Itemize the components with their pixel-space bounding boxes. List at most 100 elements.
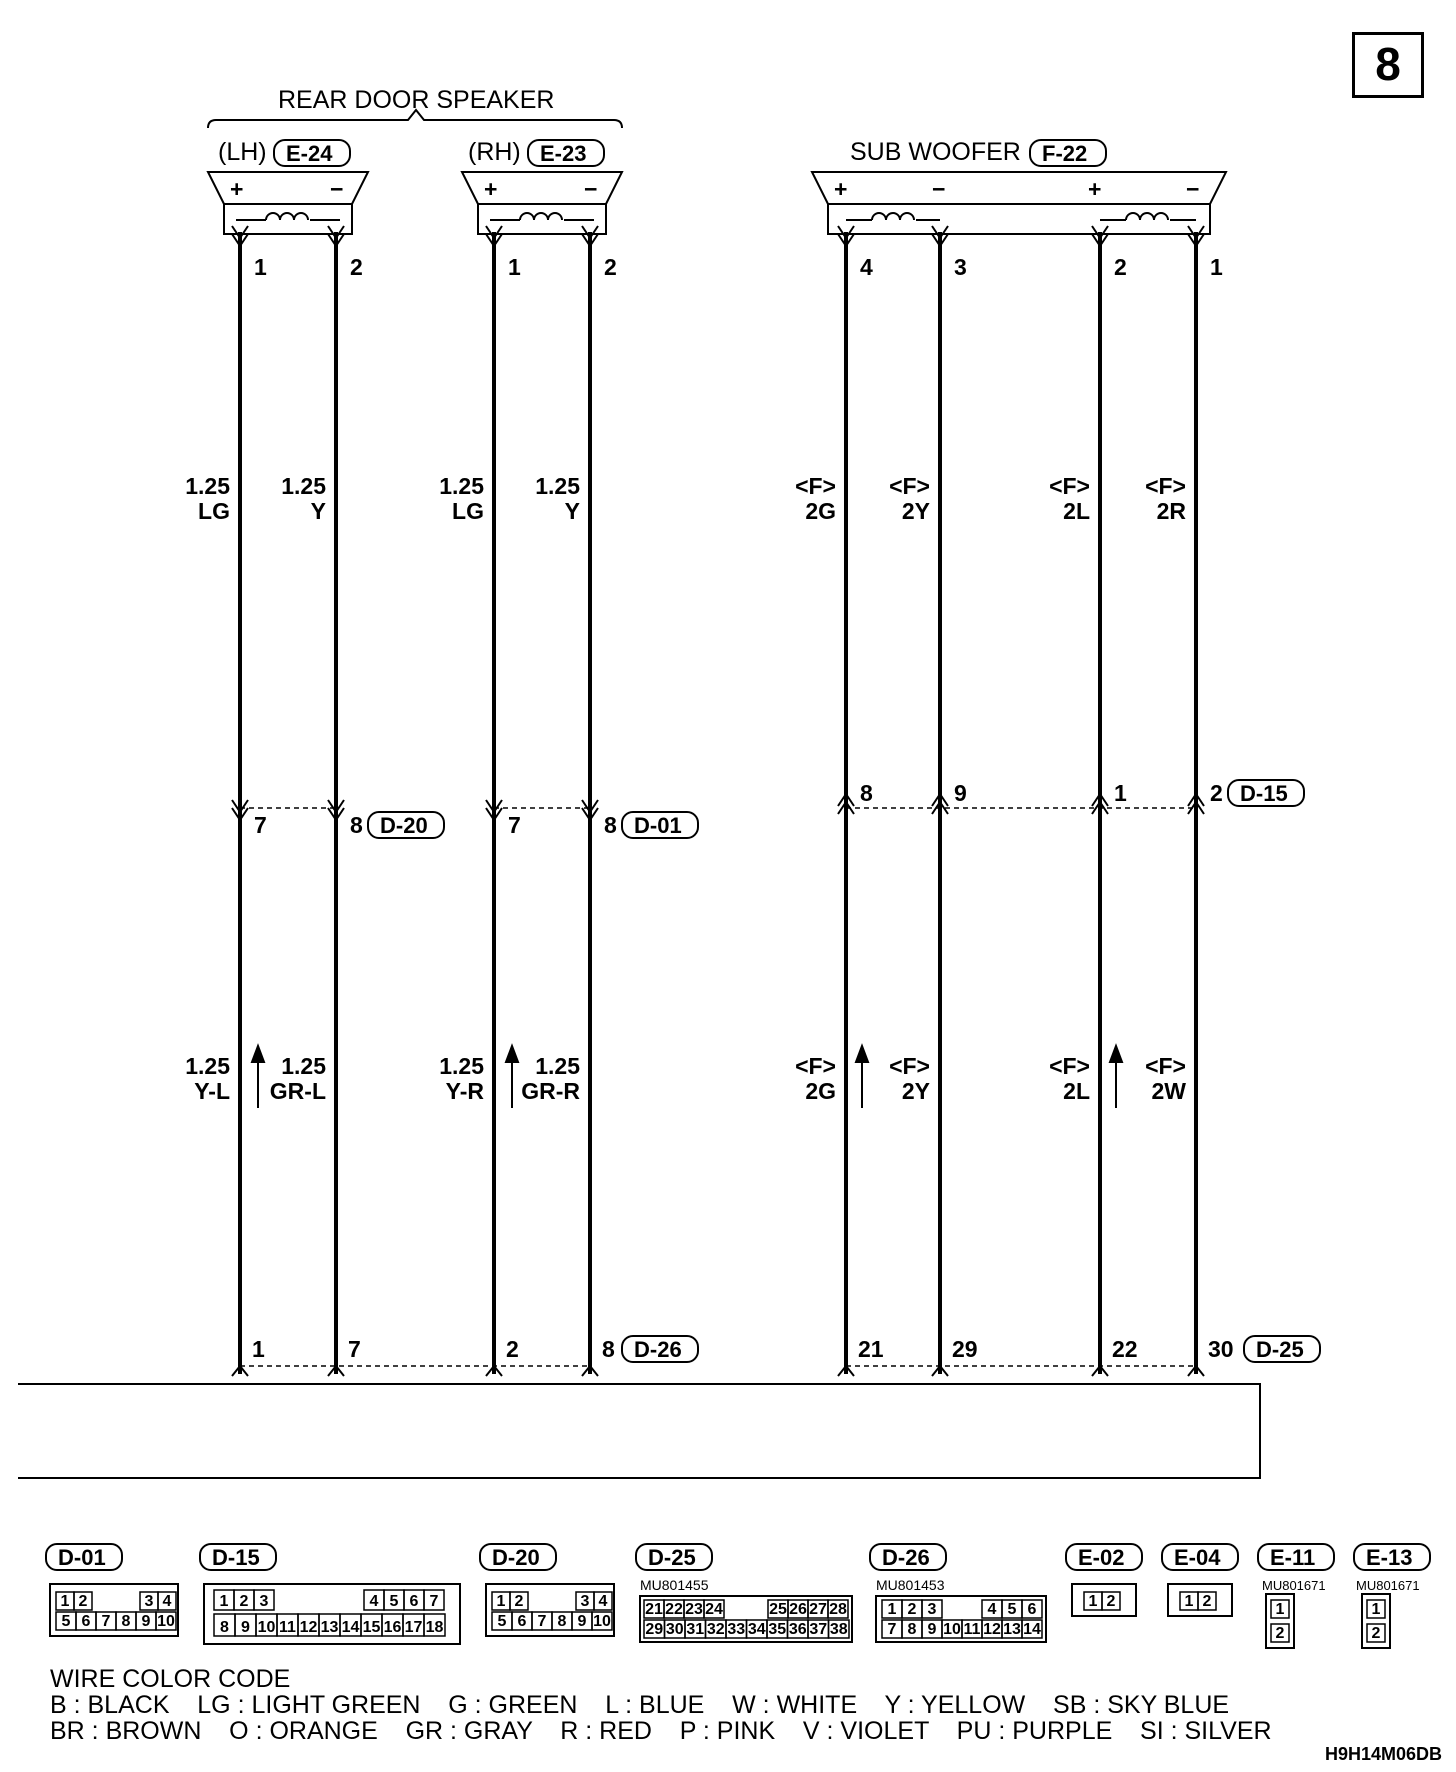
- cv-d26-top-b-cell-6: [1021, 1599, 1043, 1619]
- top-terminal-6: [931, 225, 949, 240]
- cv-d20-bottom-cell-10: [591, 1611, 613, 1631]
- cv-e11-part: MU801671: [1262, 1578, 1326, 1593]
- bottom-pin-8: 30: [1208, 1336, 1234, 1362]
- mid-terminal-b-8: [1187, 800, 1205, 815]
- mid-terminal-7: [1091, 792, 1109, 807]
- cv-d20-badge: [479, 1543, 557, 1571]
- cv-d15-top-b-pin-6: 6: [410, 1593, 419, 1610]
- bottom-pin-5: 21: [858, 1336, 884, 1362]
- cv-d25-bottom-cell-38: [827, 1619, 850, 1639]
- cv-d15-top-b-pin-7: 7: [430, 1593, 439, 1610]
- cv-d15-body: [203, 1583, 461, 1645]
- lower-wire-color-3: Y-R: [446, 1078, 485, 1104]
- mid-pin-5: 8: [860, 780, 873, 806]
- speaker-group-bracket: [207, 108, 623, 129]
- wire-labels: 1.25LG1.25Y1.25LG1.25Y<F>2G<F>2Y<F>2L<F>…: [185, 473, 1186, 1104]
- cv-d26-top-a-pin-2: 2: [908, 1601, 917, 1618]
- lower-wire-color-5: 2G: [805, 1078, 836, 1104]
- mid-terminal-8: [1187, 792, 1205, 807]
- top-terminal-b-2: [327, 233, 345, 248]
- cv-d20-top-b-pin-3: 3: [581, 1593, 590, 1610]
- lh-minus: −: [330, 176, 343, 202]
- rh-plus: +: [484, 176, 497, 202]
- cv-e04-body: [1167, 1583, 1233, 1617]
- cv-e11-b-cell-2: [1270, 1623, 1290, 1643]
- cv-e02-body: [1071, 1583, 1137, 1617]
- cv-e04-pin-2: 2: [1203, 1593, 1212, 1610]
- bottom-pin-7: 22: [1112, 1336, 1138, 1362]
- sub-plus-1: +: [834, 176, 847, 202]
- cv-d15-bottom-pin-14: 14: [342, 1619, 360, 1636]
- cv-d25-bottom-pin-34: 34: [748, 1621, 766, 1638]
- upper-wire-size-8: <F>: [1145, 473, 1186, 499]
- top-terminal-b-3: [485, 233, 503, 248]
- lh-connector-badge: [273, 139, 351, 167]
- diagram-code: H9H14M06DB: [1325, 1744, 1443, 1764]
- top-terminal-3: [485, 225, 503, 240]
- rh-minus: −: [584, 176, 597, 202]
- rh-side-label: (RH): [468, 138, 521, 166]
- bottom-pin-4: 8: [602, 1336, 615, 1362]
- top-pin-6: 3: [954, 254, 967, 280]
- upper-wire-color-6: 2Y: [902, 498, 930, 524]
- cv-e13-b-cell-2: [1366, 1623, 1386, 1643]
- cv-d26-bottom-pin-14: 14: [1023, 1621, 1041, 1638]
- cv-e02-badge-label: E-02: [1078, 1545, 1124, 1570]
- cv-d20-top-b-pin-4: 4: [599, 1593, 608, 1610]
- cv-e04-badge: [1161, 1543, 1239, 1571]
- cv-d25-top-a-pin-24: 24: [705, 1601, 723, 1618]
- mid-terminal-b-1: [231, 807, 249, 822]
- d01-badge-label: D-01: [634, 813, 682, 838]
- upper-wire-size-3: 1.25: [439, 473, 484, 499]
- bottom-terminal-8: [1187, 1364, 1205, 1377]
- mid-terminal-3: [485, 799, 503, 814]
- bottom-pin-3: 2: [506, 1336, 519, 1362]
- cv-d25-bottom-pin-35: 35: [768, 1621, 786, 1638]
- lower-wire-size-5: <F>: [795, 1053, 836, 1079]
- mid-terminal-b-2: [327, 807, 345, 822]
- upper-wire-color-3: LG: [452, 498, 484, 524]
- cv-d15-bottom-pin-15: 15: [363, 1619, 381, 1636]
- lower-wire-size-6: <F>: [889, 1053, 930, 1079]
- mid-terminal-b-4: [581, 807, 599, 822]
- mid-terminal-6: [931, 792, 949, 807]
- mid-pin-1: 7: [254, 812, 267, 838]
- cv-d20-bottom-pin-10: 10: [593, 1613, 611, 1630]
- mid-terminal-b-6: [931, 800, 949, 815]
- d01-badge: [621, 811, 699, 839]
- sub-minus-2: −: [1186, 176, 1199, 202]
- cv-e02-cell-2: [1101, 1591, 1121, 1611]
- lh-side-label: (LH): [218, 138, 267, 166]
- top-terminal-b-4: [581, 233, 599, 248]
- cv-d25-part: MU801455: [640, 1577, 709, 1593]
- cv-d26-bottom-pin-13: 13: [1003, 1621, 1021, 1638]
- cv-d25-top-a-cell-24: [703, 1599, 725, 1619]
- lower-wire-size-1: 1.25: [185, 1053, 230, 1079]
- cv-d26-top-b-pin-6: 6: [1028, 1601, 1037, 1618]
- cv-d15-bottom-pin-8: 8: [220, 1619, 229, 1636]
- cv-d20-bottom-pin-8: 8: [558, 1613, 567, 1630]
- mid-pin-7: 1: [1114, 780, 1127, 806]
- sub-woofer-connector-label: F-22: [1042, 141, 1087, 166]
- lh-speaker-symbol: [206, 171, 370, 235]
- page-number-box: 8: [1352, 32, 1424, 98]
- cv-d26-top-a-pin-1: 1: [888, 1601, 897, 1618]
- lower-wire-size-2: 1.25: [281, 1053, 326, 1079]
- cv-d15-top-a-pin-3: 3: [260, 1593, 269, 1610]
- upper-wire-size-5: <F>: [795, 473, 836, 499]
- sub-minus-1: −: [932, 176, 945, 202]
- cv-d20-badge-label: D-20: [492, 1545, 540, 1570]
- cv-d25-badge: [635, 1543, 713, 1571]
- cv-d01-bottom-pin-7: 7: [102, 1613, 111, 1630]
- current-arrows: [250, 1043, 1124, 1108]
- top-terminal-8: [1187, 225, 1205, 240]
- cv-d26-bottom-cell-14: [1021, 1619, 1043, 1639]
- cv-d15-top-a-pin-1: 1: [220, 1593, 229, 1610]
- d15-badge: [1227, 779, 1305, 807]
- top-terminal-b-7: [1091, 233, 1109, 248]
- cv-d01-bottom-pin-5: 5: [62, 1613, 71, 1630]
- cv-d20-bottom-pin-6: 6: [518, 1613, 527, 1630]
- rh-speaker-symbol: [460, 171, 624, 235]
- cv-d20-bottom-pin-5: 5: [498, 1613, 507, 1630]
